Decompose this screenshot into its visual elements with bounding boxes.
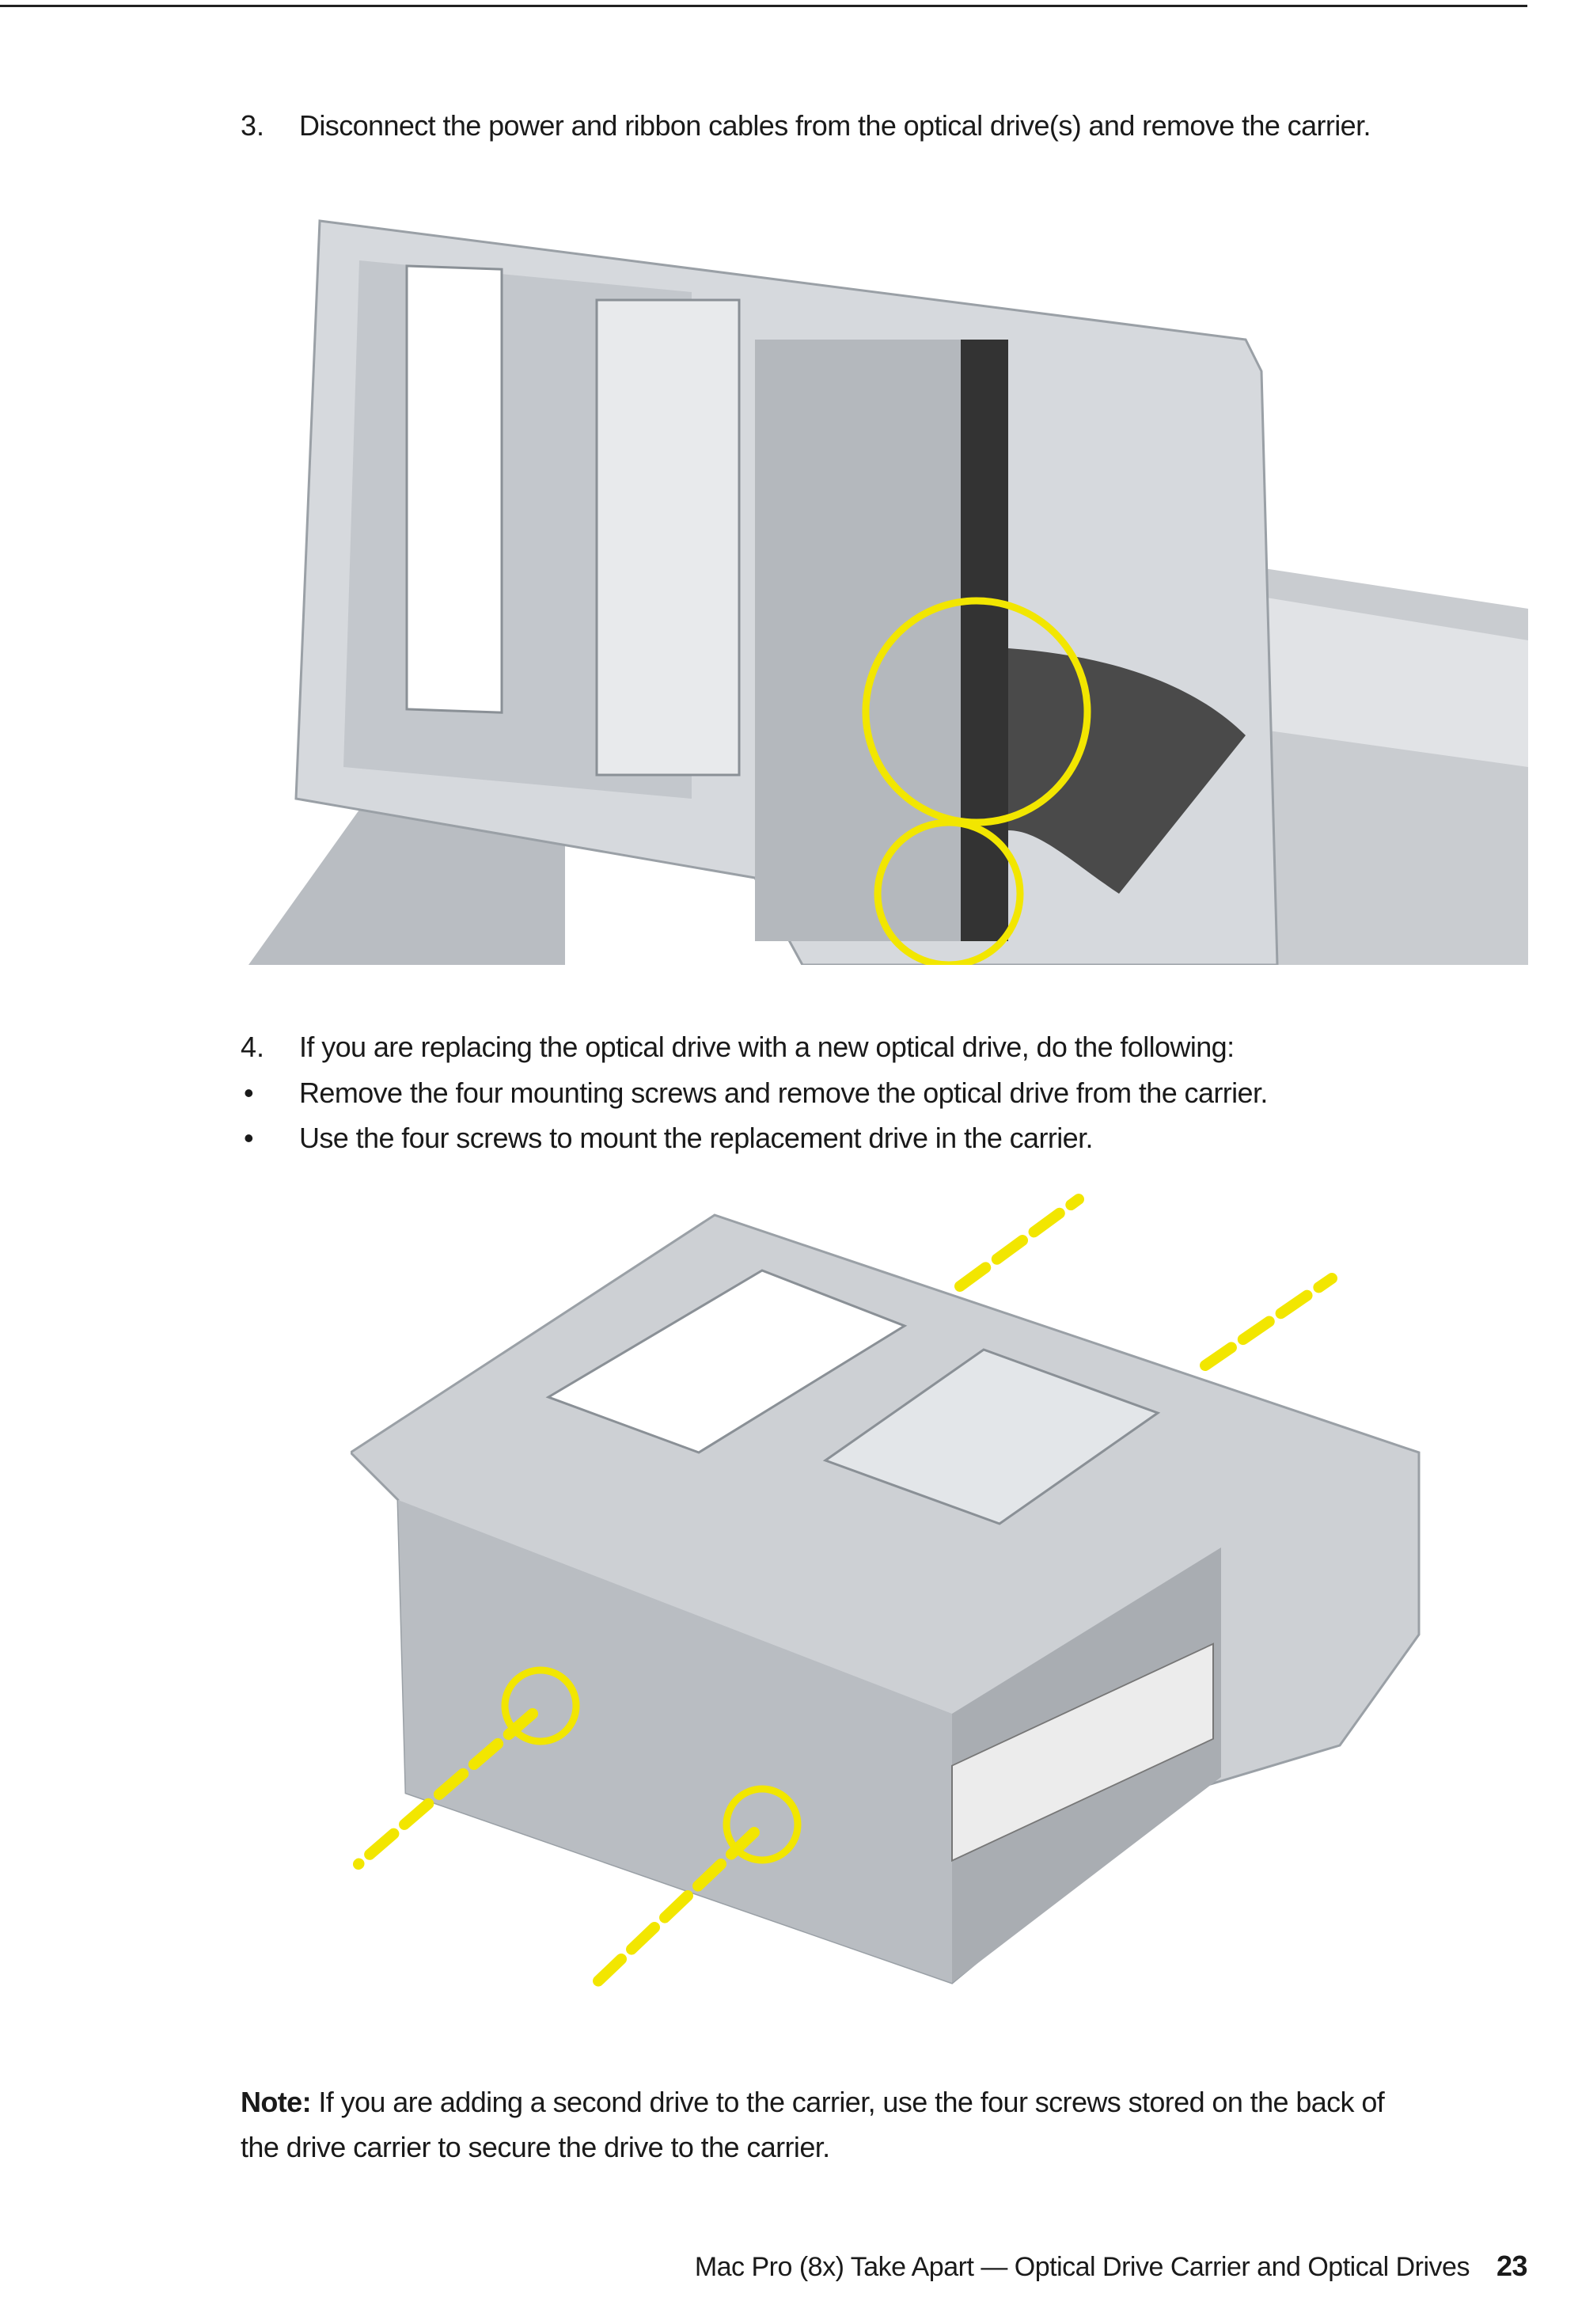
bullet-marker: • — [244, 1077, 254, 1109]
screw-path — [1200, 1273, 1337, 1371]
note-line-1: Note: If you are adding a second drive t… — [241, 2086, 1385, 2118]
page-footer: Mac Pro (8x) Take Apart — Optical Drive … — [694, 2250, 1528, 2283]
note-line-2: the drive carrier to secure the drive to… — [241, 2131, 830, 2163]
figure-carrier-cables — [248, 197, 1528, 965]
bullet-marker: • — [244, 1122, 254, 1154]
step-number: 3. — [241, 109, 265, 142]
screw-path — [954, 1194, 1084, 1292]
step-text: If you are replacing the optical drive w… — [299, 1031, 1235, 1063]
step-text: Disconnect the power and ribbon cables f… — [299, 109, 1371, 142]
screw-path — [353, 1708, 538, 1870]
screw-path — [582, 1827, 760, 1996]
note-label: Note: — [241, 2086, 312, 2118]
callout-circle — [862, 597, 1091, 826]
step-number: 4. — [241, 1031, 265, 1063]
footer-title: Mac Pro (8x) Take Apart — Optical Drive … — [694, 2252, 1470, 2282]
header-rule — [0, 5, 1527, 7]
screw-callout — [501, 1666, 580, 1745]
figure-drive-carrier-screws — [351, 1194, 1421, 1996]
callout-circle — [874, 818, 1024, 965]
bullet-text: Remove the four mounting screws and remo… — [299, 1077, 1268, 1109]
bullet-text: Use the four screws to mount the replace… — [299, 1122, 1093, 1154]
page-number: 23 — [1496, 2250, 1528, 2282]
screw-callout — [723, 1785, 802, 1864]
